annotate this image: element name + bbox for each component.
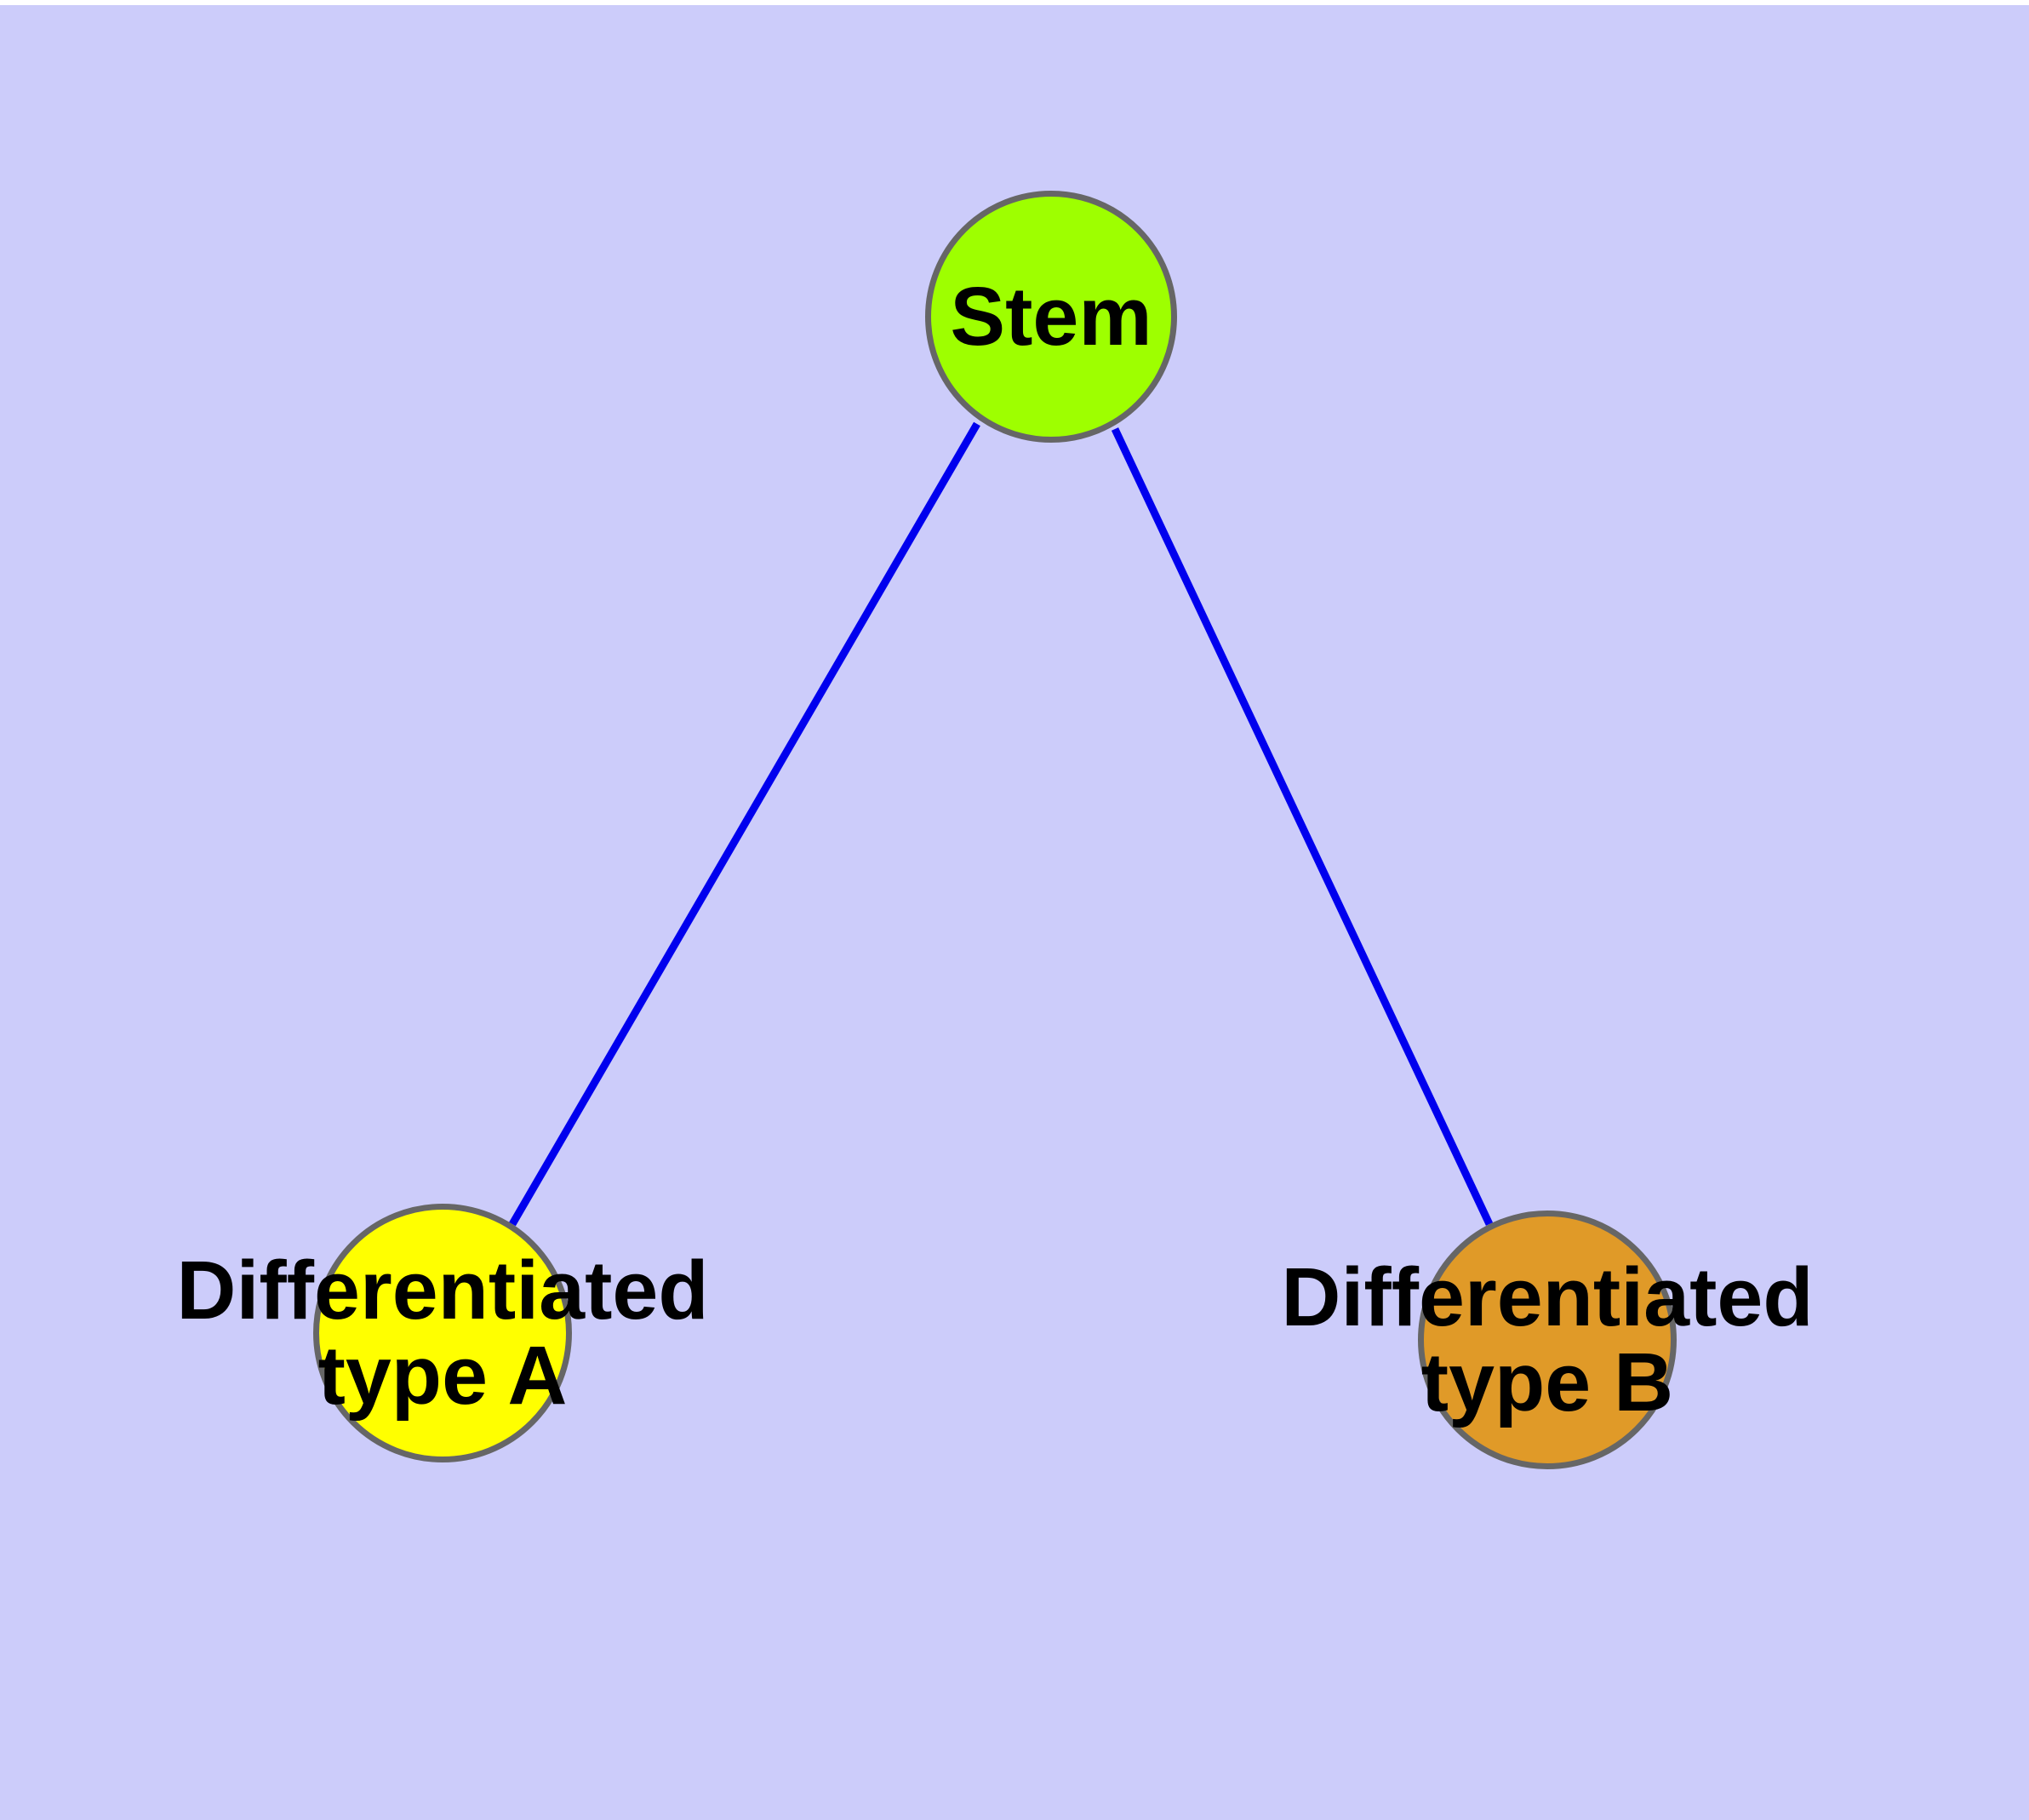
canvas-top-border [0,0,2029,5]
edge-stem-to-type-b[interactable] [1111,427,1494,1226]
node-differentiated-type-a[interactable] [313,1204,572,1462]
node-differentiated-type-b[interactable] [1418,1210,1677,1469]
edge-stem-to-type-a[interactable] [509,421,980,1227]
node-stem[interactable] [925,191,1177,443]
